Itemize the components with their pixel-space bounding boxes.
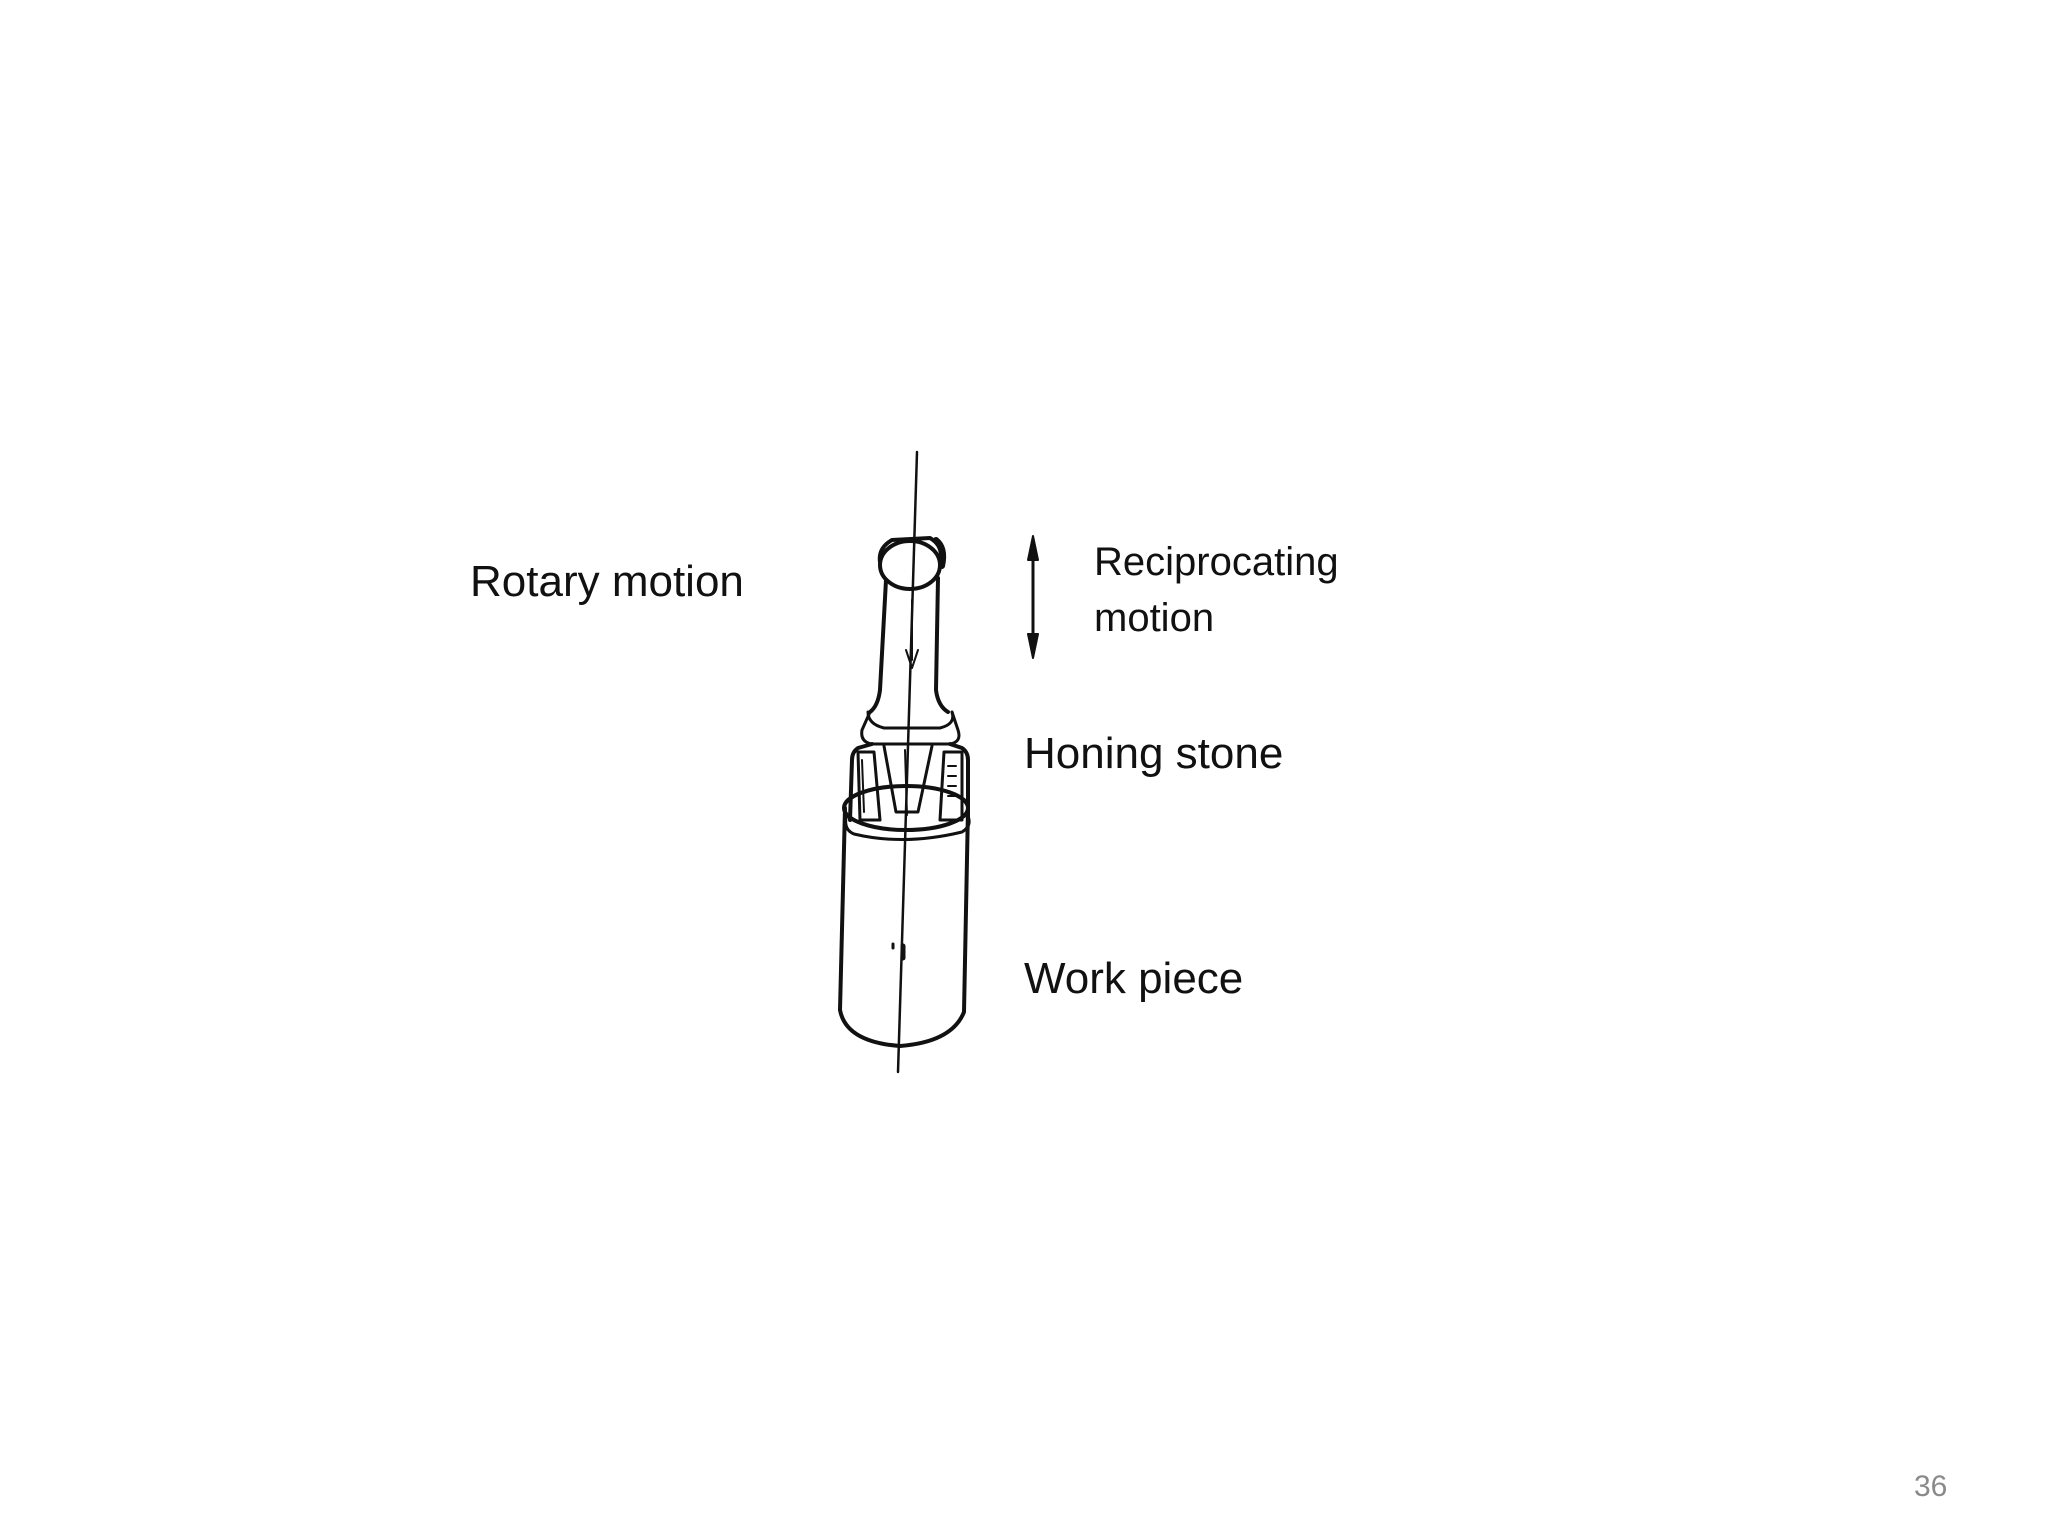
reciprocating-motion-label-line2: motion <box>1094 596 1215 640</box>
reciprocating-motion-label-line1: Reciprocating <box>1094 540 1339 584</box>
slide-number: 36 <box>1914 1470 1948 1503</box>
tool-axis-line <box>896 450 919 1074</box>
tool-shaft <box>860 576 961 746</box>
reciprocating-arrow-icon <box>1027 535 1039 659</box>
work-piece-label: Work piece <box>1024 954 1244 1003</box>
honing-stone-label: Honing stone <box>1024 729 1284 778</box>
work-piece-cylinder <box>838 784 971 1048</box>
rotary-motion-label: Rotary motion <box>470 557 744 606</box>
shaft-down-arrow-icon <box>905 599 919 669</box>
shaft-top <box>877 536 947 591</box>
honing-head <box>848 742 970 822</box>
